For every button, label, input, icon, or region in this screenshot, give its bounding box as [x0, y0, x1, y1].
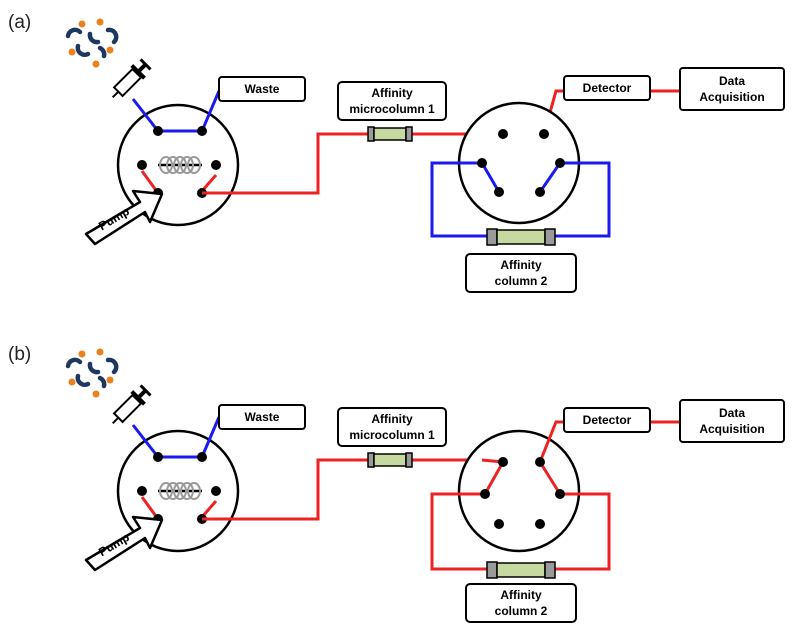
- microcolumn-1-label-line2: microcolumn 1: [349, 428, 435, 442]
- microcolumn-1-box: [337, 407, 447, 447]
- pump-arrow: Pump: [84, 189, 164, 246]
- sample-particles-icon: [65, 18, 119, 68]
- detector-label: Detector: [583, 81, 632, 95]
- column-2-box: [465, 253, 577, 293]
- load-lines: [131, 416, 221, 459]
- column-2-label-line2: column 2: [495, 274, 548, 288]
- injection-valve-ports: [137, 126, 221, 198]
- column-2-label-line1: Affinity: [500, 588, 542, 602]
- data-acquisition-label-line2: Acquisition: [699, 90, 764, 104]
- switching-valve-ports: [477, 129, 565, 197]
- sample-loop-coil-icon: [158, 482, 202, 500]
- waste-label: Waste: [245, 410, 280, 424]
- detector-box: [563, 407, 651, 433]
- panel-a-label: (a): [8, 12, 31, 33]
- affinity-column-2: [486, 561, 556, 579]
- sample-particles-icon: [65, 348, 119, 398]
- load-lines: [131, 90, 221, 133]
- waste-box: [218, 404, 306, 430]
- waste-label: Waste: [245, 82, 280, 96]
- sample-loop-coil-icon: [158, 156, 202, 174]
- flow-line-to-microcolumn: [202, 458, 368, 521]
- data-acquisition-label-line1: Data: [719, 406, 745, 420]
- panel-b: (b): [8, 344, 785, 623]
- microcolumn-1-label-line2: microcolumn 1: [349, 102, 435, 116]
- microcolumn-1-label-line1: Affinity: [371, 412, 413, 426]
- affinity-column-2: [486, 228, 556, 246]
- affinity-microcolumn-1: [367, 126, 413, 142]
- data-acquisition-label-line2: Acquisition: [699, 422, 764, 436]
- waste-box: [218, 76, 306, 102]
- syringe-icon: [111, 384, 152, 425]
- panel-a: (a): [8, 12, 785, 293]
- switching-valve-ports: [480, 457, 565, 529]
- column-2-label-line1: Affinity: [500, 258, 542, 272]
- microcolumn-1-box: [337, 81, 447, 121]
- pump-arrow: Pump: [84, 515, 164, 572]
- column-2-loop: [430, 161, 611, 238]
- detector-label: Detector: [583, 413, 632, 427]
- column-2-box: [465, 583, 577, 623]
- flow-line-to-microcolumn: [202, 132, 368, 195]
- data-acquisition-label-line1: Data: [719, 74, 745, 88]
- data-acquisition-box: [679, 399, 785, 443]
- syringe-icon: [111, 58, 152, 99]
- microcolumn-1-label-line1: Affinity: [371, 86, 413, 100]
- data-acquisition-box: [679, 67, 785, 111]
- column-2-label-line2: column 2: [495, 604, 548, 618]
- panel-b-label: (b): [8, 344, 31, 365]
- detector-box: [563, 75, 651, 101]
- affinity-microcolumn-1: [367, 452, 413, 468]
